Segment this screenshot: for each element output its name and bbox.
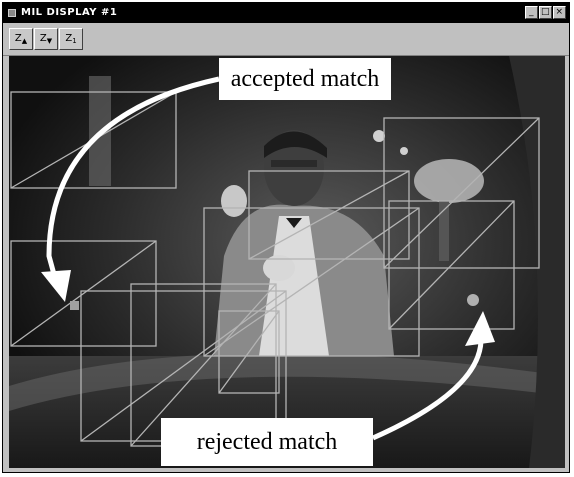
match-box [218,310,280,394]
rejected-arrow [371,311,495,441]
ceiling-light [373,130,385,142]
maximize-button[interactable]: □ [539,6,552,19]
zoom-in-button[interactable]: Z▲ [9,28,33,50]
app-icon[interactable] [8,9,16,17]
person-hair [264,131,327,158]
match-box [203,207,420,357]
match-box [10,240,157,347]
zoom-reset-button[interactable]: Z1 [59,28,83,50]
zoom-reset-icon: Z1 [65,33,77,45]
lamp-stand [439,201,449,261]
match-box [383,117,540,269]
scene-canvas [9,56,565,468]
accepted-match-label: accepted match [219,58,391,100]
accepted-match-marker [70,301,79,310]
person-glasses [271,160,317,167]
monitor-frame [509,56,565,468]
match-box [388,200,515,330]
ceiling-light [400,147,408,155]
zoom-out-button[interactable]: Z▼ [34,28,58,50]
window-controls: _ □ × [525,6,566,19]
desk-edge [9,353,565,411]
person-hand [263,255,295,281]
window-title: MIL DISPLAY #1 [21,7,118,18]
rejected-match-marker [467,294,479,306]
person-hand [221,185,247,217]
match-box [248,170,410,260]
rejected-match-label: rejected match [161,418,373,466]
minimize-button[interactable]: _ [525,6,538,19]
close-button[interactable]: × [553,6,566,19]
lamp-shade [414,159,484,203]
zoom-in-icon: Z▲ [14,33,28,45]
toolbar: Z▲ Z▼ Z1 [3,23,569,56]
person-bowtie [286,218,302,228]
mil-display-window: MIL DISPLAY #1 _ □ × Z▲ Z▼ Z1 [2,2,570,473]
accepted-arrow [41,76,220,302]
title-bar[interactable]: MIL DISPLAY #1 _ □ × [3,3,569,23]
image-display[interactable]: accepted match rejected match [9,56,565,468]
zoom-out-icon: Z▼ [39,33,53,45]
